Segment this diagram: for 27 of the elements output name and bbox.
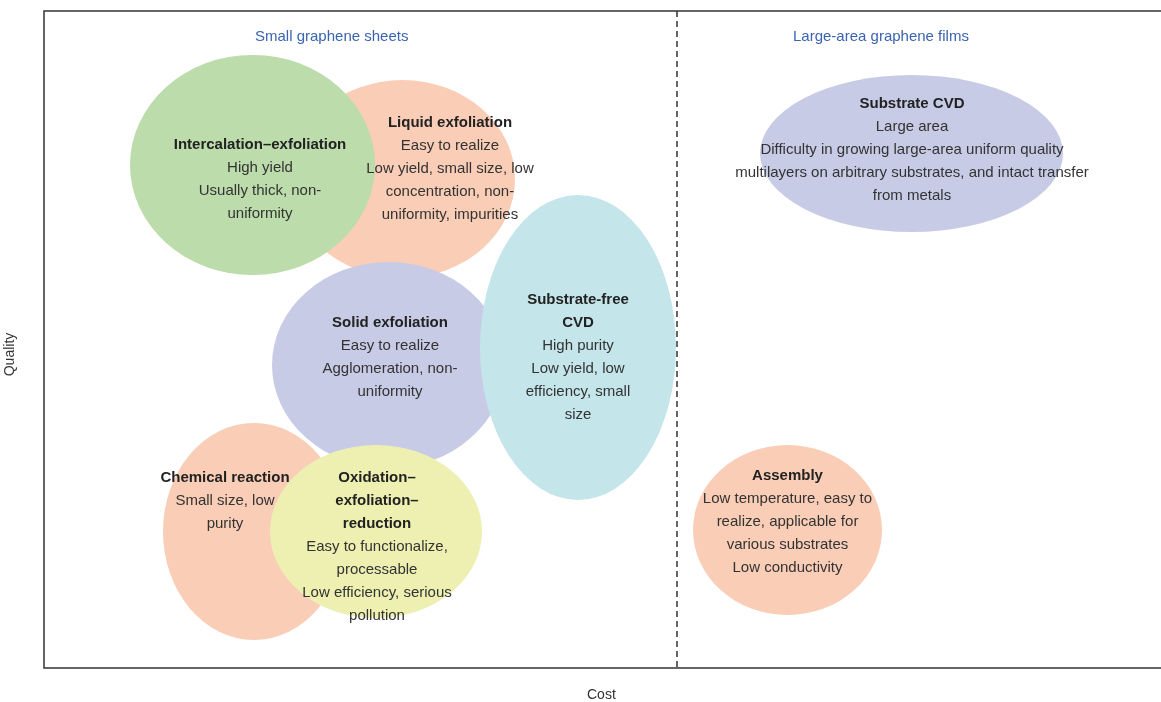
method-note: Difficulty in growing large-area uniform quality multilayers on arbitrary substrates, and intact transfer from metals [734,139,1090,205]
method-note: Agglomeration, non-uniformity [321,358,459,401]
method-note: Usually thick, non-uniformity [197,180,323,223]
region-heading: Large-area graphene films [793,26,969,46]
method-note: Easy to realize [400,135,500,155]
method-note: Low conductivity [732,557,843,577]
method-title: Assembly [752,465,823,485]
axis-label: Quality [0,332,19,377]
method-note: Low temperature, easy to realize, applicable for various substrates [701,488,874,554]
method-note: Low yield, low efficiency, small size [524,358,632,424]
method-note: High yield [227,157,293,177]
method-note: Easy to functionalize, processable [305,536,449,579]
method-title: Oxidation–exfoliation–reduction [334,467,420,533]
method-title: Intercalation–exfoliation [173,134,347,154]
method-note: Small size, low purity [175,490,275,533]
method-note: Low yield, small size, low concentration, non-uniformity, impurities [365,158,535,224]
method-note: Easy to realize [340,335,440,355]
method-note: High purity [542,335,614,355]
method-note: Large area [875,116,949,136]
method-title: Substrate CVD [859,93,965,113]
axis-label: Cost [587,685,616,702]
method-title: Solid exfoliation [332,312,448,332]
region-heading: Small graphene sheets [255,26,409,46]
method-title: Substrate-free CVD [526,289,630,332]
method-title: Liquid exfoliation [387,112,513,132]
method-note: Low efficiency, serious pollution [301,582,453,625]
method-title: Chemical reaction [160,467,290,487]
